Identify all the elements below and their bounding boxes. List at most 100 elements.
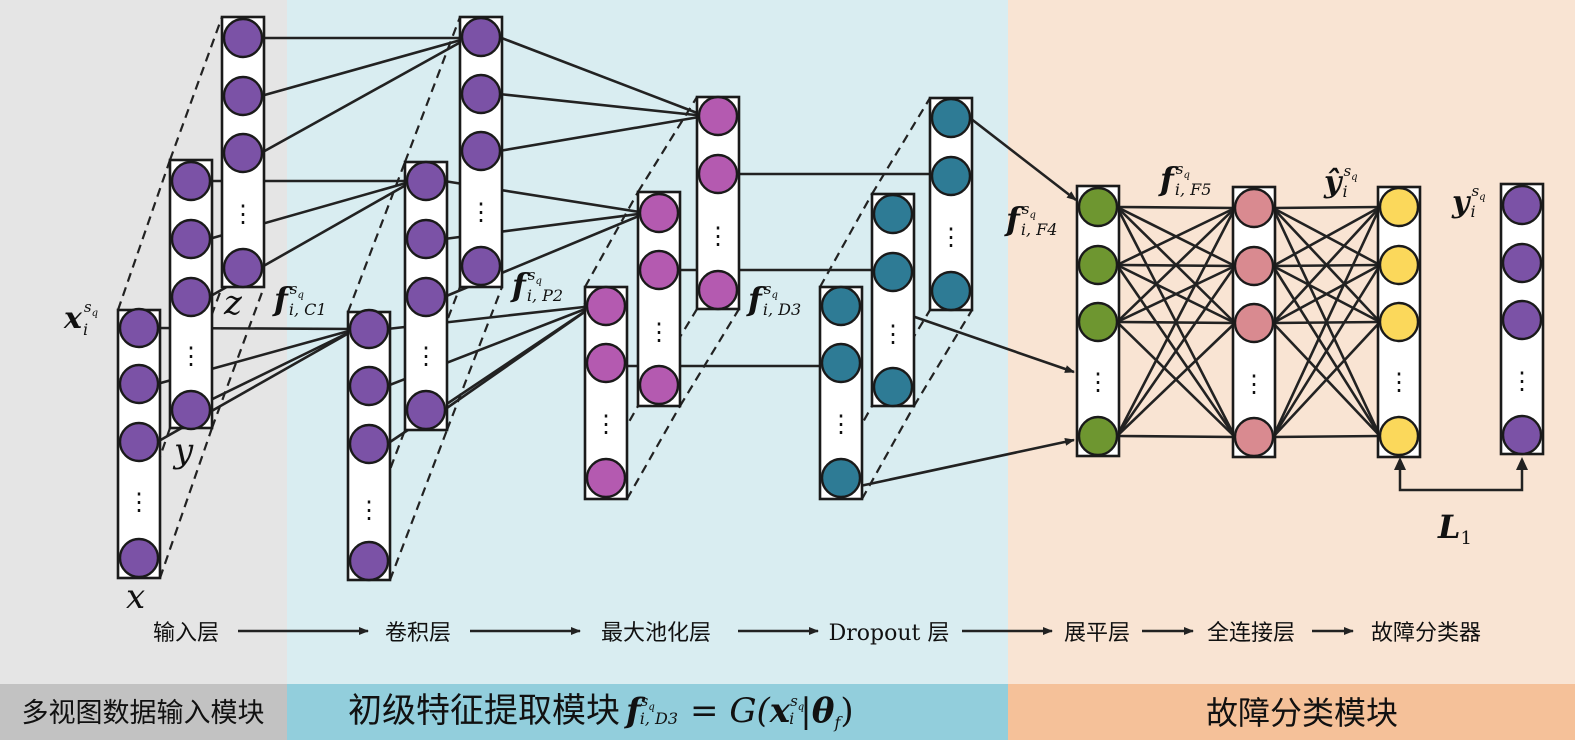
module-input-label: 多视图数据输入模块 [22,698,265,729]
neuron-node [1501,184,1543,226]
neuron-node [1233,245,1275,287]
neuron-node [1378,186,1420,228]
neuron-node [872,193,914,235]
layer-column-z: ⋮ [220,15,266,289]
neuron-node [348,365,390,407]
layer-column-c3: ⋮ [458,15,504,289]
depth-guide-line [168,16,224,161]
ellipsis-dots: ⋮ [1086,368,1110,396]
depth-guide-line [861,405,915,500]
neuron-node [930,155,972,197]
neuron-node [1378,301,1420,343]
connection-arrow [911,314,1075,374]
connection-arrow [498,113,706,153]
bar-input-module [0,684,287,740]
connection-line [1115,207,1237,437]
connection-line [1272,205,1381,268]
bar-feature-module [287,684,1008,740]
neuron-node [1501,299,1543,341]
ellipsis-dots: ⋮ [706,222,730,250]
ellipsis-dots: ⋮ [414,342,438,370]
neuron-node [460,245,502,287]
connection-line [1116,207,1236,323]
neuron-node [222,75,264,117]
connection-line [1271,206,1382,438]
neuron-node [697,153,739,195]
neuron-node [1501,242,1543,284]
layer-column-out: ⋮ [1376,185,1422,459]
neuron-node [348,308,390,350]
layer-columns: ⋮⋮⋮⋮⋮⋮⋮⋮⋮⋮⋮⋮⋮⋮⋮⋮ [116,15,1545,582]
neuron-node [170,389,212,431]
depth-guide-line [158,427,214,579]
connection-arrow [969,116,1077,202]
neuron-node [1233,187,1275,229]
connection-line [1272,263,1381,325]
connection-line [443,304,594,412]
depth-guide-line [584,191,639,288]
flow-step-label: 卷积层 [385,621,451,646]
neuron-node [585,457,627,499]
depth-guide-line [819,193,873,288]
ellipsis-dots: ⋮ [881,320,905,348]
layer-column-f4: ⋮ [1075,184,1121,458]
depth-guide-line [116,159,172,311]
neuron-node [1077,186,1119,228]
neuron-node [170,276,212,318]
connection-line [1272,321,1381,438]
neuron-node [1501,414,1543,456]
depth-guide-line [210,286,266,429]
ellipsis-dots: ⋮ [1242,370,1266,398]
connection-arrow [260,36,469,98]
neuron-node [348,540,390,582]
neuron-node [405,218,447,260]
neuron-node [1378,415,1420,457]
neuron-node [930,97,972,139]
neuron-node [222,247,264,289]
ellipsis-dots: ⋮ [1510,367,1534,395]
neuron-node [1077,301,1119,343]
module-fault-label: 故障分类模块 [1206,694,1398,732]
connection-line [1272,205,1381,210]
layer-column-x: ⋮ [116,307,162,580]
label-loss: L1 [1437,508,1472,549]
layer-column-d2: ⋮ [870,192,916,408]
neuron-node [118,307,160,349]
neuron-node [405,389,447,431]
ellipsis-dots: ⋮ [469,198,493,226]
neuron-node [118,537,160,579]
flow-step-label: 输入层 [153,621,219,646]
depth-guide-line [679,308,740,407]
neuron-node [170,160,212,202]
layer-column-c2: ⋮ [403,160,449,432]
neuron-node [1233,416,1275,458]
neuron-node [638,364,680,406]
layer-column-p2: ⋮ [636,190,682,408]
ellipsis-dots: ⋮ [357,496,381,524]
ellipsis-dots: ⋮ [647,318,671,346]
flow-step-label: 最大池化层 [601,621,711,646]
flow-step-label: 展平层 [1064,621,1130,646]
depth-guide-line [346,161,407,313]
depth-guide-line [388,429,449,581]
ellipsis-dots: ⋮ [594,410,618,438]
neuron-node [1378,244,1420,286]
connection-line [1272,434,1381,439]
neuron-node [1077,244,1119,286]
connection-line [1115,265,1237,437]
depth-guide-line [445,286,504,431]
neuron-node [638,249,680,291]
depth-guide-line [871,97,931,195]
neuron-node [1077,415,1119,457]
neuron-node [405,276,447,318]
ellipsis-dots: ⋮ [179,342,203,370]
connection-line [1272,206,1381,324]
neuron-node [118,421,160,463]
neuron-node [638,192,680,234]
